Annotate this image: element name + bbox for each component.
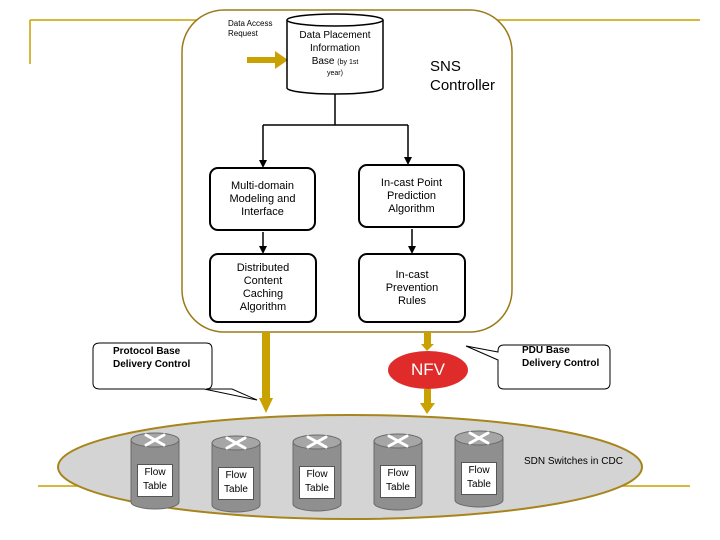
data-access-label: Data Access Request [228,19,288,39]
protocol-line1: Protocol Base [113,346,181,357]
switch-x-icon [144,433,166,447]
data-access-line2: Request [228,29,258,38]
incast-rules-line1: In-cast [395,268,429,281]
distributed-line2: Content [243,275,283,287]
sdn-switches-label: SDN Switches in CDC [524,456,623,467]
switch-x-icon [387,434,409,448]
flow-table-line1: Flow [306,469,328,480]
database-line3-small: (by 1st [337,59,359,66]
database-line1: Data Placement [299,30,371,41]
data-access-arrow [247,51,288,69]
controller-title-line2: Controller [430,77,496,94]
pdu-callout-shape [465,344,611,390]
distributed-caching-box: Distributed Content Caching Algorithm [209,253,317,323]
flow-table-line1: Flow [468,465,490,476]
distributed-line3: Caching [242,288,284,300]
protocol-callout-shape [92,342,258,401]
controller-title-line1: SNS [430,58,461,75]
incast-point-box: In-cast Point Prediction Algorithm [358,164,465,228]
flow-table-line2: Table [467,479,491,490]
nfv-ellipse [388,351,468,389]
database-line2: Information [309,43,361,54]
pdu-delivery-arrow [420,332,435,414]
pdu-line2: Delivery Control [522,358,600,369]
database-line3-main: Base [311,56,335,67]
incast-point-line3: Algorithm [388,202,435,215]
pdu-callout-label: PDU Base Delivery Control [522,344,599,370]
multi-domain-line2: Modeling and [229,192,296,205]
flow-table-line2: Table [224,484,248,495]
database-label: Data Placement Information Base (by 1st … [287,29,383,79]
multi-domain-line3: Interface [241,205,284,218]
data-access-line1: Data Access [228,19,273,28]
distributed-line1: Distributed [236,262,290,274]
database-line4: year) [327,70,343,77]
incast-point-line2: Prediction [387,189,436,202]
flow-table-line1: Flow [225,470,247,481]
protocol-line2: Delivery Control [113,359,191,370]
pdu-line1: PDU Base [522,345,570,356]
switch-x-icon [306,435,328,449]
flow-table-line2: Table [143,481,167,492]
distributed-line4: Algorithm [239,301,287,313]
database-cylinder [286,13,384,95]
tree-connectors [259,94,416,254]
flow-table-line1: Flow [144,467,166,478]
protocol-delivery-arrow [259,332,273,413]
flow-table-line1: Flow [387,468,409,479]
switch-x-icon [468,431,490,445]
incast-rules-line2: Prevention [385,281,439,294]
protocol-callout-label: Protocol Base Delivery Control [113,345,190,371]
database-line3: Base (by 1st [287,55,383,69]
flow-table-line2: Table [386,482,410,493]
multi-domain-line1: Multi-domain [231,179,294,192]
flow-table-line2: Table [305,483,329,494]
incast-point-line1: In-cast Point [380,176,443,189]
nfv-label: NFV [411,360,445,379]
incast-rules-box: In-cast Prevention Rules [358,253,466,323]
switch-x-icon [225,436,247,450]
controller-title: SNS Controller [430,57,495,95]
multi-domain-box: Multi-domain Modeling and Interface [209,167,316,231]
incast-rules-line3: Rules [397,294,427,307]
